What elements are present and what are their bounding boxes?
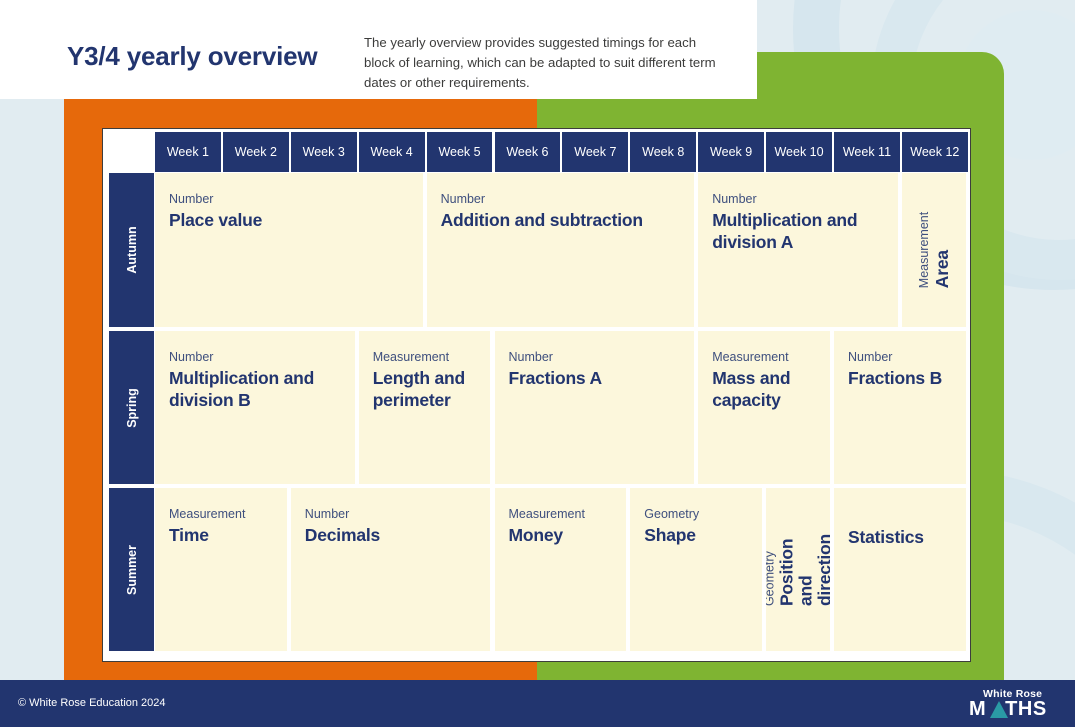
block-title: Addition and subtraction <box>440 210 643 230</box>
block-strand: Measurement <box>916 211 931 289</box>
block-strand: Number <box>304 507 350 521</box>
season-label-text: Autumn <box>124 226 139 274</box>
block-title: Multiplication and division A <box>712 210 858 252</box>
block-title: Mass and capacity <box>712 368 791 410</box>
block-title: Time <box>169 525 209 545</box>
copyright-text: © White Rose Education 2024 <box>18 697 166 709</box>
curriculum-block[interactable]: Statistics <box>834 488 966 651</box>
week-header-cell: Week 6 <box>494 132 561 172</box>
logo-wordmark-top: White Rose <box>983 688 1043 700</box>
block-strand: Measurement <box>372 350 450 364</box>
logo-triangle-a-icon <box>990 701 1008 718</box>
week-header-cell: Week 8 <box>630 132 697 172</box>
block-title: Shape <box>644 525 696 545</box>
season-label-spring: Spring <box>109 331 154 484</box>
block-title: Place value <box>169 210 263 230</box>
week-header-cell: Week 10 <box>766 132 832 172</box>
week-header-cell: Week 11 <box>834 132 900 172</box>
week-header-cell: Week 4 <box>358 132 425 172</box>
block-strand: Number <box>848 350 893 364</box>
week-header-cell: Week 1 <box>155 132 221 172</box>
logo-wordmark-bottom: M THS <box>969 699 1047 720</box>
block-strand: Number <box>169 192 214 206</box>
week-header-cell: Week 7 <box>562 132 629 172</box>
header-band: Y3/4 yearly overview The yearly overview… <box>0 0 757 99</box>
block-strand: Measurement <box>712 350 789 364</box>
season-label-autumn: Autumn <box>109 173 154 327</box>
block-strand: Number <box>508 350 553 364</box>
page-title: Y3/4 yearly overview <box>67 41 318 71</box>
block-strand: Number <box>440 192 486 206</box>
week-header-cell: Week 5 <box>426 132 493 172</box>
page-description: The yearly overview provides suggested t… <box>364 35 716 90</box>
footer-bar: © White Rose Education 2024 White Rose M… <box>0 680 1075 727</box>
week-header-cell: Week 9 <box>698 132 765 172</box>
season-label-text: Summer <box>124 544 139 595</box>
block-title: Fractions B <box>848 368 943 388</box>
block-title: Area <box>931 250 952 289</box>
week-header-cell: Week 3 <box>290 132 357 172</box>
block-strand: Measurement <box>508 507 585 521</box>
block-title: Statistics <box>848 527 924 547</box>
week-header-cell: Week 12 <box>901 132 968 172</box>
season-label-text: Spring <box>124 387 139 428</box>
logo-letter-m: M <box>969 698 987 720</box>
week-header-cell: Week 2 <box>222 132 289 172</box>
block-title: Multiplication and division B <box>169 368 315 410</box>
block-strand: Number <box>712 192 757 206</box>
block-title: Money <box>508 525 564 545</box>
season-label-summer: Summer <box>109 488 154 651</box>
block-strand: Geometry <box>644 507 700 521</box>
block-strand: Number <box>169 350 214 364</box>
block-title: Fractions A <box>508 368 603 388</box>
block-title: Position and direction <box>776 533 830 606</box>
logo-letters-ths: THS <box>1005 698 1047 720</box>
block-strand: Measurement <box>169 507 246 521</box>
white-rose-maths-logo: White Rose M THS <box>969 688 1061 720</box>
block-title: Length and perimeter <box>372 368 465 410</box>
block-title: Decimals <box>304 525 381 545</box>
